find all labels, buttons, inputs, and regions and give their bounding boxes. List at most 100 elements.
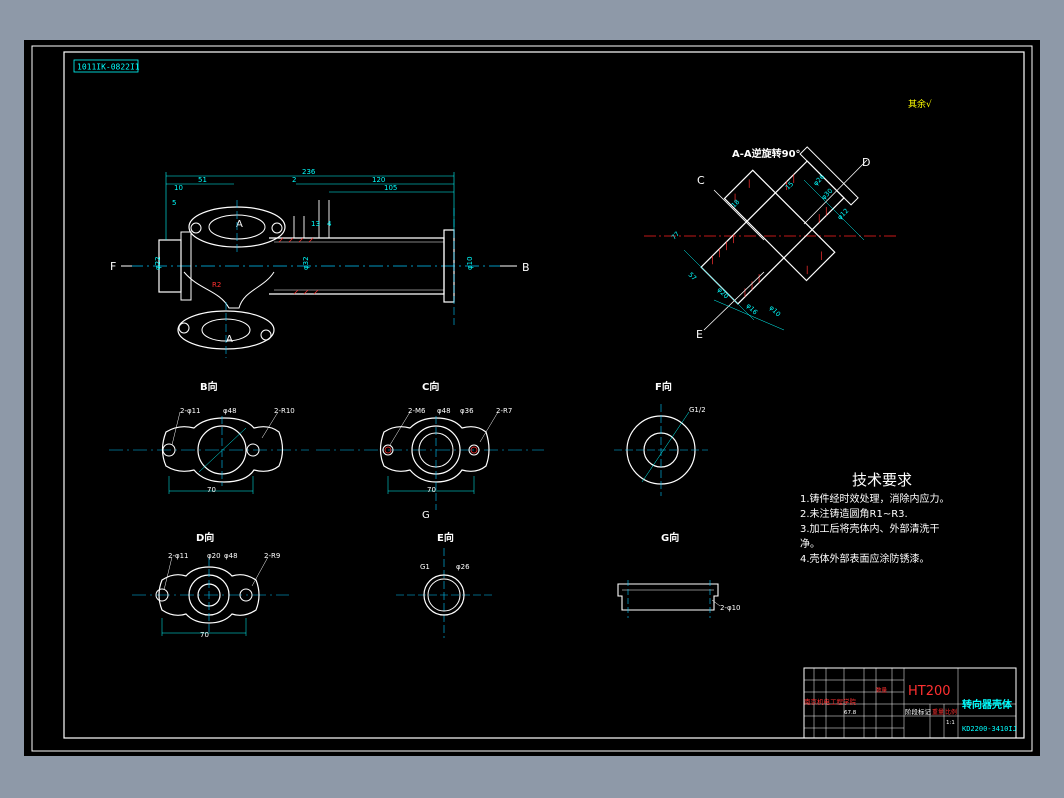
g-profile	[617, 583, 719, 611]
stage-label: 阶段标记	[905, 707, 932, 716]
d-leader-radius	[251, 556, 269, 587]
tech-heading: 技术要求	[852, 471, 912, 489]
aa-section-view: A-A逆旋转90° C D E φ26 φ12 77	[644, 146, 896, 341]
aa-dim-4: 15	[784, 180, 796, 192]
b-hole-left	[162, 443, 176, 457]
dim-10: 10	[174, 184, 183, 192]
aa-dim-3: 18	[730, 198, 742, 210]
e-view: E向 G1 φ26	[396, 531, 492, 638]
aa-flange	[799, 146, 859, 206]
f-view-title: F向	[655, 380, 672, 393]
d-view: D向 70 2-φ11 φ20 φ48 2-R9	[132, 531, 289, 639]
dim-120: 120	[372, 176, 385, 184]
d-dim-bore: φ20	[207, 552, 221, 560]
drawing-code-stamp: 1011IK-0822I1	[77, 63, 140, 72]
upper-flange-hole-right	[271, 222, 283, 234]
e-view-title: E向	[437, 531, 454, 544]
company-name: 南京机电工程学院	[804, 697, 857, 706]
aa-label-d: D	[862, 156, 870, 169]
scale-value: 1:1	[946, 720, 955, 726]
qty-label: 数量	[876, 686, 888, 694]
left-flange	[180, 231, 192, 301]
boss-lines	[293, 200, 330, 238]
aa-dim-8: φ10	[768, 304, 783, 319]
d-hole-right	[239, 588, 253, 602]
dim-105: 105	[384, 184, 397, 192]
g-dim-holes: 2-φ10	[720, 604, 741, 612]
g-leader	[711, 599, 721, 607]
aa-branch	[723, 169, 836, 282]
section-arrow-b: B	[522, 261, 530, 274]
weight-label: 重量	[932, 708, 944, 716]
c-hole-right	[468, 444, 480, 456]
dim-2: 2	[292, 176, 296, 184]
aa-dim-9: φ30	[820, 187, 835, 202]
label-a-top: A	[236, 219, 243, 230]
tech-item-3: 3.加工后将壳体内、外部清洗干	[800, 522, 940, 535]
d-dim-width: 70	[200, 631, 209, 639]
code-stamp-box	[73, 59, 139, 73]
drawing-sheet: 1011IK-0822I1 其余√ F B	[24, 40, 1040, 756]
aa-e-leader	[703, 271, 765, 331]
c-leader-holes	[389, 411, 411, 446]
b-hole-right	[246, 443, 260, 457]
b-dim-holes: 2-φ11	[180, 407, 201, 415]
d-dim-radius: 2-R9	[264, 552, 280, 560]
label-a-bottom: A	[226, 334, 233, 345]
c-dim-inner: φ36	[460, 407, 474, 415]
aa-label-c: C	[697, 174, 705, 187]
aa-dim-6: φ20	[716, 286, 731, 301]
d-leader-holes	[163, 556, 173, 591]
aa-c-leader	[713, 189, 765, 241]
f-dim-thread: G1/2	[689, 406, 706, 414]
inner-border	[63, 51, 1025, 739]
main-dimension-lines	[165, 172, 455, 240]
tech-item-1: 1.铸件经时效处理，消除内应力。	[800, 492, 950, 505]
tech-item-4: 4.壳体外部表面应涂防锈漆。	[800, 552, 930, 565]
title-block: HT200 转向器壳体 KD2200-3410IJ 南京机电工程学院 67.8 …	[803, 667, 1017, 739]
dim-dia32: φ32	[302, 256, 310, 270]
branch-lower	[183, 271, 275, 309]
tech-item-3b: 净。	[800, 537, 820, 550]
d-dim-outer: φ48	[224, 552, 238, 560]
lower-flange-hole-left	[178, 322, 190, 334]
aa-section-title: A-A逆旋转90°	[732, 147, 801, 160]
c-hole-left	[382, 444, 394, 456]
lower-flange-hole-right	[260, 329, 272, 341]
part-name: 转向器壳体	[962, 698, 1013, 711]
aa-hatch	[712, 174, 827, 297]
c-view-title: C向	[422, 380, 439, 393]
upper-flange-hole-left	[190, 222, 202, 234]
c-dim-bore: φ48	[437, 407, 451, 415]
main-view: F B A A	[110, 168, 530, 358]
d-flange-outline	[158, 566, 260, 624]
dim-13: 13	[311, 220, 320, 228]
b-leader-radius	[261, 411, 279, 439]
b-dim-bore: φ48	[223, 407, 237, 415]
tech-item-2: 2.未注铸造圆角R1~R3.	[800, 507, 908, 520]
title-block-frame	[803, 667, 1017, 739]
b-view: B向 70 2-φ11 φ48 2-R10	[109, 380, 309, 494]
c-thread-left	[384, 446, 392, 454]
e-dim-thread: G1	[420, 563, 430, 571]
e-outer	[423, 574, 465, 616]
c-flange-outline	[379, 417, 490, 483]
c-dim-width: 70	[427, 486, 436, 494]
dim-total: 236	[302, 168, 316, 176]
f-view: F向 G1/2	[614, 380, 708, 496]
aa-dim-lines	[683, 179, 865, 331]
c-view: C向 70 2-M6 φ48 φ36 2-R7 G	[316, 380, 544, 521]
dim-4: 4	[327, 220, 332, 228]
aa-d-leader	[803, 159, 868, 225]
dim-51: 51	[198, 176, 207, 184]
surface-finish-note: 其余√	[908, 98, 932, 110]
d-hole-left	[155, 588, 169, 602]
drawing-number: KD2200-3410IJ	[962, 725, 1017, 733]
e-bore	[427, 578, 461, 612]
dim-r-mark: R2	[212, 281, 221, 289]
aa-rotated-body	[700, 146, 859, 305]
dim-dia10: φ10	[466, 256, 474, 270]
mass-value: 67.8	[844, 710, 857, 716]
c-dim-holes: 2-M6	[408, 407, 426, 415]
b-leader-holes	[171, 411, 181, 446]
